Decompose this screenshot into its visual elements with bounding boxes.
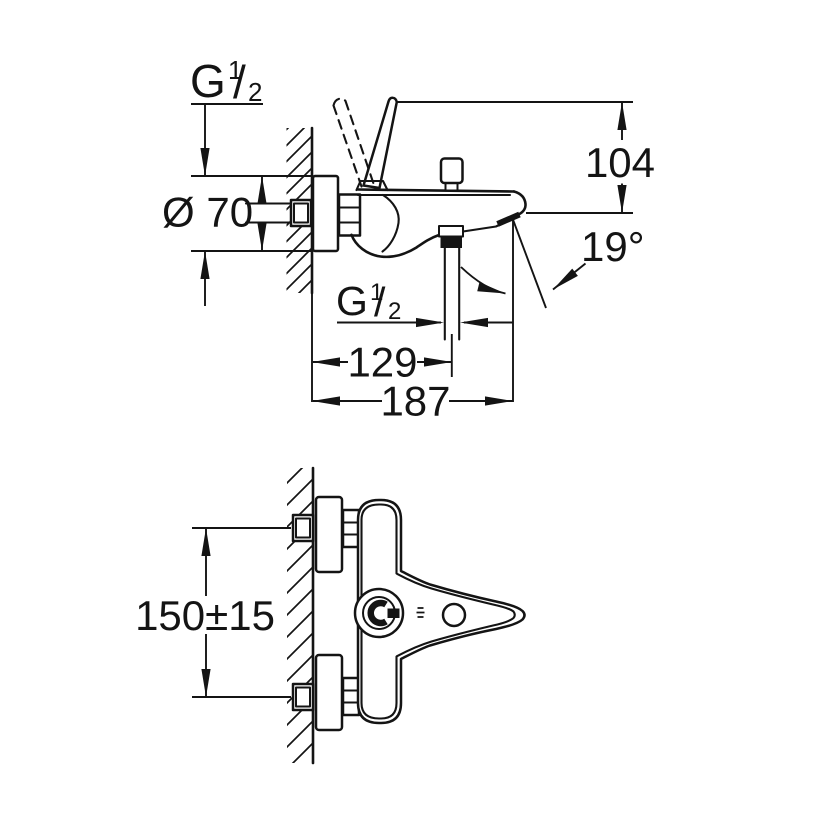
- thread-hose-slash: /: [374, 279, 386, 325]
- thread-top-label: G: [190, 55, 226, 107]
- escutcheon-bottom: [314, 653, 344, 732]
- cartridge-dome: [381, 193, 400, 253]
- hex-union-nut: [337, 193, 362, 237]
- diameter-label: Ø 70: [162, 189, 253, 236]
- dim-arrow: [201, 669, 211, 697]
- supply-union-top-inner: [295, 517, 311, 539]
- height-label: 104: [585, 139, 655, 186]
- dim-arrow: [201, 528, 211, 556]
- thread-hose-denominator: 2: [388, 298, 401, 325]
- hose-nut: [440, 236, 462, 248]
- supply-union-bottom-inner: [295, 686, 311, 708]
- dim-arrow: [312, 357, 340, 367]
- dim-thread-hose: G 1 / 2: [336, 278, 513, 328]
- thread-top-slash: /: [233, 56, 246, 108]
- dim-arrow: [617, 185, 627, 213]
- dim-arrow: [200, 251, 210, 279]
- hose-coupling: [438, 225, 464, 238]
- hex-union-nut-bottom: [341, 676, 361, 717]
- dim-arrow: [477, 282, 506, 294]
- wall-to-hose-label: 129: [347, 339, 417, 386]
- brand-knob-bar: [387, 608, 400, 618]
- dim-wall-to-hose: 129: [312, 339, 452, 386]
- brand-logo-mark: [416, 607, 425, 618]
- thread-hose-label: G: [336, 278, 368, 324]
- thread-hose-numerator: 1: [370, 279, 383, 306]
- dim-extension-lines: [191, 175, 312, 252]
- thread-top-denominator: 2: [248, 77, 262, 107]
- dim-arrow: [485, 396, 513, 406]
- dim-arrow: [257, 176, 267, 204]
- dim-thread-top: G 1 / 2: [190, 55, 263, 306]
- dim-spout-angle: 19°: [460, 216, 645, 402]
- lever-handle: [362, 96, 399, 190]
- dim-arrow: [424, 357, 452, 367]
- shower-hose: [443, 246, 461, 341]
- diverter-button: [441, 602, 467, 628]
- side-view: G 1 / 2 Ø 70 104: [162, 55, 655, 425]
- dim-arrow: [460, 317, 488, 328]
- dim-extension-lines: [192, 527, 291, 698]
- body-belly: [350, 233, 441, 259]
- angle-flow-line: [511, 216, 547, 309]
- dim-arrow: [200, 148, 210, 176]
- dim-escutcheon-diameter: Ø 70: [162, 175, 312, 252]
- dim-arrow: [416, 317, 444, 328]
- front-view: 150±15: [135, 466, 526, 765]
- hex-nut-facets: [341, 521, 361, 536]
- supply-union-inner: [293, 202, 309, 224]
- dim-reference-lines: [396, 101, 633, 214]
- mixer-body: [356, 498, 526, 725]
- dim-arrow: [617, 102, 627, 130]
- lever-handle-alt-position: [332, 97, 375, 188]
- spout-reach-label: 187: [380, 378, 450, 425]
- dim-arrow: [312, 396, 340, 406]
- supply-pipe: [244, 202, 293, 224]
- escutcheon: [311, 174, 340, 253]
- spout-nose: [512, 190, 527, 216]
- installation-height-label: 150±15: [135, 592, 275, 639]
- wall-hatching: [287, 468, 313, 763]
- hex-union-nut-top: [341, 508, 361, 549]
- dim-arrow: [553, 268, 578, 290]
- dim-arrow: [257, 223, 267, 251]
- spout-underside: [461, 215, 518, 233]
- escutcheon-top: [314, 495, 344, 574]
- dim-height-104: 104: [396, 101, 655, 214]
- hex-nut-facets: [337, 206, 362, 224]
- spout-angle-label: 19°: [581, 223, 645, 270]
- hex-nut-facets: [341, 689, 361, 704]
- thread-top-numerator: 1: [228, 55, 242, 85]
- body-top-edge: [356, 188, 516, 193]
- diverter-knob: [439, 157, 464, 185]
- brand-knob-icon: [367, 599, 388, 627]
- mixer-body-inner-line: [360, 503, 516, 720]
- dim-spout-reach: 187: [312, 378, 513, 425]
- dim-installation-height: 150±15: [135, 527, 291, 698]
